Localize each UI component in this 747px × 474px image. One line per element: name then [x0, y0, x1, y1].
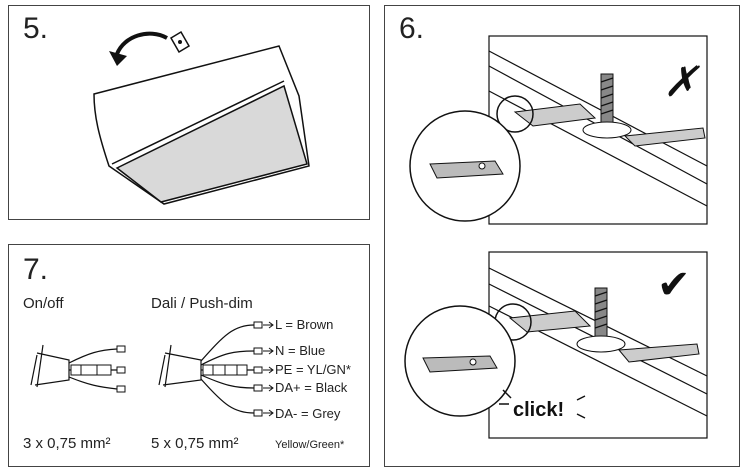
onoff-spec: 3 x 0,75 mm²	[23, 435, 111, 452]
step-7-number: 7.	[23, 253, 49, 286]
wire-label-da-plus: DA+ = Black	[275, 380, 348, 395]
step-5-number: 5.	[23, 12, 49, 45]
step-6-number: 6.	[399, 12, 425, 45]
dali-spec: 5 x 0,75 mm²	[151, 435, 239, 452]
step-6-panel: 6. ✗ ✔	[384, 5, 740, 467]
dali-title: Dali / Push-dim	[151, 295, 253, 312]
check-mark-icon: ✔	[657, 262, 691, 308]
click-text: click!	[513, 399, 564, 421]
wire-label-pe: PE = YL/GN*	[275, 362, 351, 377]
wire-label-l: L = Brown	[275, 317, 334, 332]
wire-label-da-minus: DA- = Grey	[275, 406, 341, 421]
onoff-title: On/off	[23, 295, 64, 312]
footnote: Yellow/Green*	[275, 439, 345, 451]
housing-illustration	[93, 30, 310, 205]
wiring-diagram	[30, 321, 274, 417]
step-5-panel: 5.	[8, 5, 370, 220]
mounting-illustration: ✗ ✔ click!	[404, 35, 708, 439]
click-burst-icon	[499, 389, 586, 419]
step-7-panel: 7. On/off Dali / Push-dim	[8, 244, 370, 467]
wrong-mark-icon: ✗	[663, 58, 700, 105]
wire-label-n: N = Blue	[275, 343, 326, 358]
